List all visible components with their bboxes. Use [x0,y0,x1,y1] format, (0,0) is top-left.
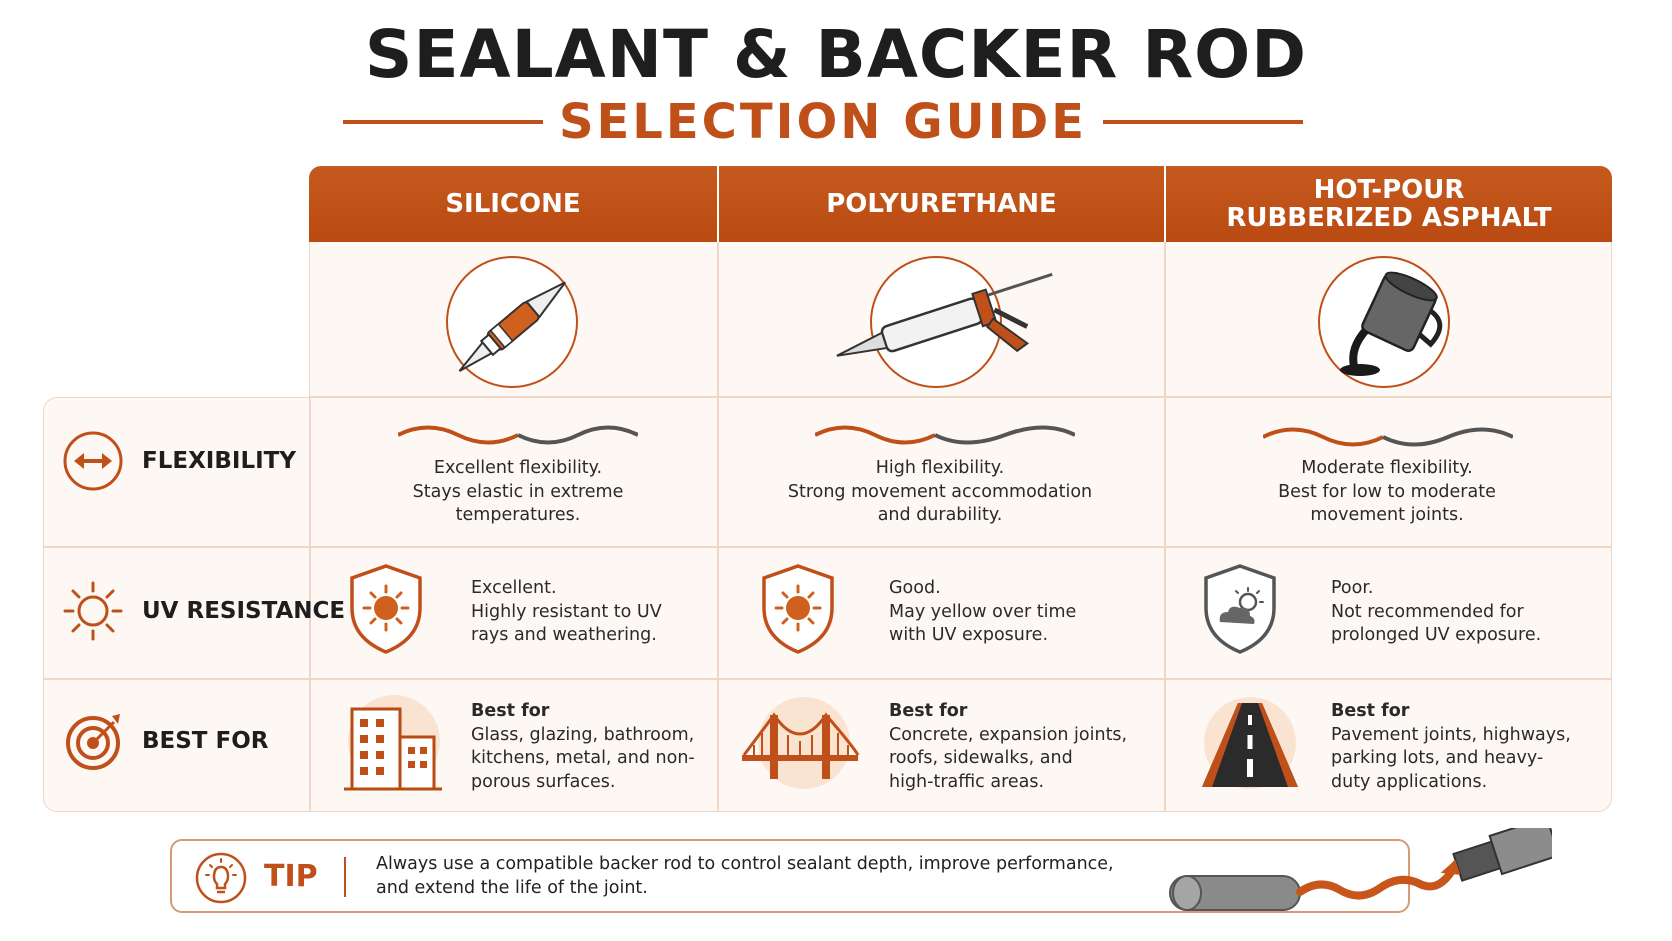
building-icon [344,695,442,791]
cell-line: Glass, glazing, bathroom, [471,724,695,745]
row-label-text: FLEXIBILITY [142,448,297,474]
cell-heading: Best for [1331,701,1410,721]
caulking-gun-icon [836,256,1053,388]
sun-shield-icon [350,564,422,654]
column-header-label-2: RUBBERIZED ASPHALT [1226,203,1552,233]
tip-text: Always use a compatible backer rod to co… [376,853,1136,900]
tip-line: and extend the life of the joint. [376,877,648,898]
row-label-flexibility: FLEXIBILITY [62,430,296,492]
subtitle-row: SELECTION GUIDE [343,92,1303,152]
cell-line: Poor. [1331,578,1374,598]
target-icon [66,714,120,770]
double-arrow-icon [63,431,123,491]
best-for-cell-hot-pour: Best for Pavement joints, highways, park… [1331,700,1601,794]
cell-line: duty applications. [1331,771,1488,792]
column-header-polyurethane: POLYURETHANE [719,166,1164,242]
cell-line: and durability. [877,505,1003,525]
backer-rod-icon [1169,828,1552,911]
cell-line: Not recommended for [1331,601,1524,622]
column-header-hot-pour: HOT-POUR RUBBERIZED ASPHALT [1166,166,1612,242]
uv-cell-hot-pour: Poor. Not recommended for prolonged UV e… [1331,577,1601,648]
divider [43,678,1612,680]
divider [1164,242,1166,812]
column-header-label: POLYURETHANE [826,189,1057,219]
cell-line: Good. [889,578,941,598]
flexibility-cell-silicone: Excellent flexibility. Stays elastic in … [330,457,706,528]
cell-line: high-traffic areas. [889,771,1045,792]
cell-line: porous surfaces. [471,771,616,792]
uv-cell-silicone: Excellent. Highly resistant to UV rays a… [471,577,707,648]
best-for-cell-polyurethane: Best for Concrete, expansion joints, roo… [889,700,1154,794]
cell-heading: Best for [889,701,968,721]
pouring-kettle-icon [1318,256,1450,388]
cell-line: High flexibility. [875,458,1005,478]
cell-line: rays and weathering. [471,625,657,645]
tip-line: Always use a compatible backer rod to co… [376,854,1114,874]
lightbulb-icon [195,852,247,904]
cell-line: temperatures. [455,505,581,525]
page-subtitle: SELECTION GUIDE [558,94,1088,150]
divider [309,397,311,812]
divider [43,546,1612,548]
cell-line: Strong movement accommodation [787,481,1093,502]
cell-line: with UV exposure. [889,625,1049,645]
cell-line: parking lots, and heavy- [1331,748,1544,768]
cell-line: prolonged UV exposure. [1331,625,1542,645]
uv-cell-polyurethane: Good. May yellow over time with UV expos… [889,577,1149,648]
cell-line: kitchens, metal, and non- [471,748,695,768]
column-header-label: HOT-POUR [1313,175,1465,205]
cell-line: Pavement joints, highways, [1331,724,1571,745]
tip-separator [344,857,346,897]
cell-line: Concrete, expansion joints, [889,724,1128,745]
cell-heading: Best for [471,701,550,721]
cell-line: Highly resistant to UV [471,601,662,622]
subtitle-rule-right [1103,120,1303,124]
page-title: SEALANT & BACKER ROD [364,16,1308,93]
row-label-best-for: BEST FOR [62,710,268,772]
cell-line: Excellent flexibility. [433,458,603,478]
flexibility-cell-hot-pour: Moderate flexibility. Best for low to mo… [1182,457,1592,528]
subtitle-rule-left [343,120,543,124]
flexibility-wave [398,425,638,445]
flexibility-wave [815,425,1075,445]
caulk-tube-icon [446,256,578,388]
flexibility-cell-polyurethane: High flexibility. Strong movement accomm… [735,457,1145,528]
bridge-icon [742,697,860,789]
cell-line: Stays elastic in extreme [412,481,624,502]
sun-icon [63,581,123,641]
sun-shield-icon [762,564,834,654]
divider [717,242,719,812]
column-header-label: SILICONE [445,189,581,219]
row-label-uv: UV RESISTANCE [62,580,345,642]
row-label-text: UV RESISTANCE [142,598,346,624]
cell-line: May yellow over time [889,601,1077,622]
cell-line: movement joints. [1310,505,1464,525]
cloud-shield-icon [1204,564,1276,654]
cell-line: Best for low to moderate [1278,481,1496,502]
cell-line: Moderate flexibility. [1301,458,1473,478]
road-icon [1202,697,1298,789]
flexibility-wave [1263,427,1513,447]
column-header-silicone: SILICONE [309,166,717,242]
cell-line: roofs, sidewalks, and [889,748,1073,768]
row-label-text: BEST FOR [142,728,269,754]
best-for-cell-silicone: Best for Glass, glazing, bathroom, kitch… [471,700,711,794]
cell-line: Excellent. [471,578,557,598]
tip-label: TIP [264,859,318,894]
